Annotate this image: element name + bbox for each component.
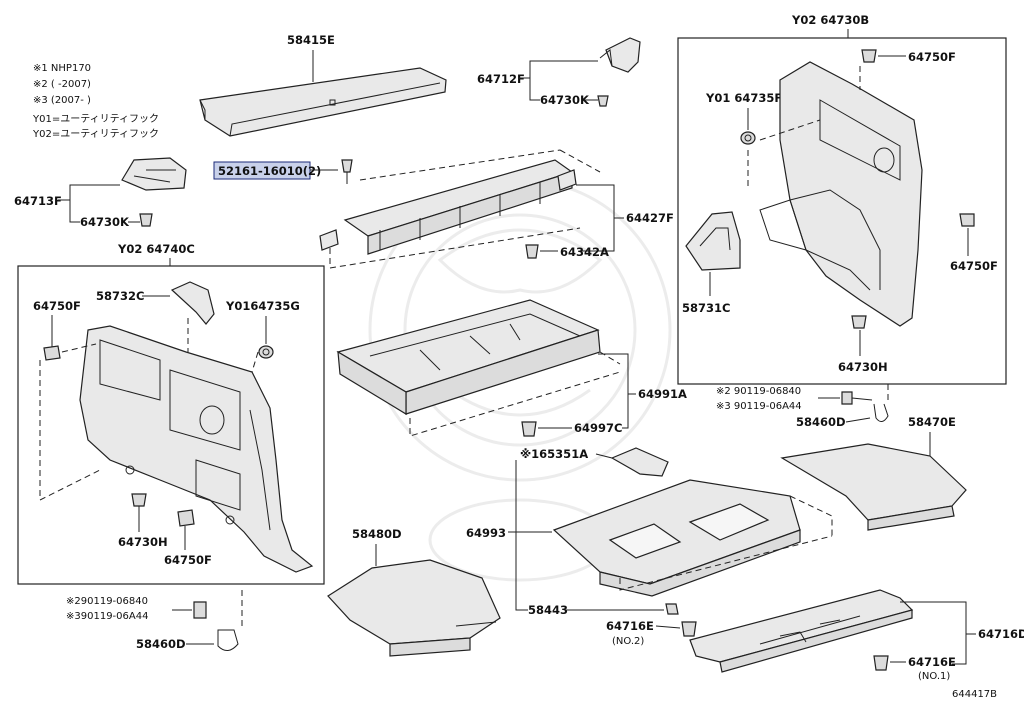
label-64750F-r1[interactable]: 64750F — [908, 50, 956, 64]
label-58480D[interactable]: 58480D — [352, 527, 402, 541]
label-64713F[interactable]: 64713F — [14, 194, 62, 208]
group-box-left — [17, 265, 325, 585]
clip-64716E-no2 — [681, 621, 697, 637]
label-64716E-no1[interactable]: 64716E — [908, 655, 956, 669]
label-64750F-left[interactable]: 64750F — [33, 299, 81, 313]
label-64991A[interactable]: 64991A — [638, 387, 687, 401]
label-Y01-64735F[interactable]: Y01 64735F — [705, 91, 782, 105]
label-64730K-top[interactable]: 64730K — [540, 93, 590, 107]
part-65351A[interactable] — [610, 447, 669, 477]
label-64712F[interactable]: 64712F — [477, 72, 525, 86]
part-64427F[interactable] — [319, 159, 577, 255]
label-64997C[interactable]: 64997C — [574, 421, 622, 435]
label-58443[interactable]: 58443 — [528, 603, 568, 617]
clip-64997C — [521, 421, 537, 437]
label-64750F-left2[interactable]: 64750F — [164, 553, 212, 567]
label-90119-06A44-right[interactable]: ※3 90119-06A44 — [716, 401, 802, 412]
part-64713F[interactable] — [121, 157, 187, 191]
ring-64735F — [740, 131, 756, 145]
label-90119-06A44-left[interactable]: ※390119-06A44 — [66, 611, 148, 622]
label-64716D[interactable]: 64716D — [978, 627, 1024, 641]
part-64993[interactable] — [552, 479, 801, 597]
part-58415E[interactable] — [199, 50, 447, 137]
clip-64730H-right — [851, 315, 867, 329]
clip-64750F-r2 — [959, 213, 975, 227]
pad-58443 — [665, 603, 679, 615]
label-64716E-no2-sub: (NO.2) — [612, 636, 644, 647]
hook-58460D-left — [217, 629, 239, 651]
part-58470E[interactable] — [780, 443, 967, 531]
label-90119-06840-right[interactable]: ※2 90119-06840 — [716, 386, 801, 397]
note-3: ※3 (2007- ) — [33, 95, 91, 106]
clip-64730K-top — [597, 95, 609, 107]
label-64730K-left[interactable]: 64730K — [80, 215, 130, 229]
label-64716E-no1-sub: (NO.1) — [918, 671, 950, 682]
clip-52161 — [341, 159, 353, 184]
label-Y02-64740C[interactable]: Y02 64740C — [117, 242, 195, 256]
label-90119-06840-left[interactable]: ※290119-06840 — [66, 596, 148, 607]
label-52161-16010[interactable]: 52161-16010(2) — [218, 164, 321, 178]
diagram-id: 644417B — [952, 689, 997, 700]
label-58415E[interactable]: 58415E — [287, 33, 335, 47]
label-58731C[interactable]: 58731C — [682, 301, 730, 315]
ring-64735G — [258, 345, 274, 359]
part-58732C[interactable] — [170, 281, 215, 325]
clip-64342A — [525, 244, 539, 259]
hook-58460D-right — [873, 403, 889, 422]
part-64991A[interactable] — [336, 299, 601, 416]
label-65351A[interactable]: ※165351A — [520, 447, 588, 461]
note-y02: Y02=ユーティリティフック — [32, 128, 159, 140]
clip-64750F-r1 — [861, 49, 877, 63]
clip-64716E-no1 — [873, 655, 889, 671]
note-2: ※2 ( -2007) — [33, 79, 91, 90]
label-64993[interactable]: 64993 — [466, 526, 506, 540]
label-Y02-64730B[interactable]: Y02 64730B — [791, 13, 869, 27]
clip-64750F-left — [43, 345, 61, 361]
label-64427F[interactable]: 64427F — [626, 211, 674, 225]
label-64730H-left[interactable]: 64730H — [118, 535, 168, 549]
label-Y0164735G[interactable]: Y0164735G — [225, 299, 300, 313]
part-64740C-trim[interactable] — [79, 325, 314, 573]
clip-64730H-left — [131, 493, 147, 507]
label-64750F-r2[interactable]: 64750F — [950, 259, 998, 273]
label-58460D-right[interactable]: 58460D — [796, 415, 846, 429]
clip-64730K-left — [139, 213, 153, 227]
part-64712F[interactable] — [599, 37, 641, 73]
bolt-90119-right — [841, 391, 873, 405]
note-y01: Y01=ユーティリティフック — [32, 113, 159, 125]
note-1: ※1 NHP170 — [33, 63, 91, 74]
label-64342A[interactable]: 64342A — [560, 245, 609, 259]
part-64716D[interactable] — [689, 589, 914, 673]
label-58460D-left[interactable]: 58460D — [136, 637, 186, 651]
label-64716E-no2[interactable]: 64716E — [606, 619, 654, 633]
part-64730B-trim[interactable] — [759, 61, 923, 327]
label-58470E[interactable]: 58470E — [908, 415, 956, 429]
bolt-90119-left — [193, 601, 207, 619]
group-box-right — [677, 37, 1007, 385]
label-58732C[interactable]: 58732C — [96, 289, 144, 303]
part-58480D[interactable] — [327, 559, 501, 657]
part-58731C[interactable] — [685, 211, 741, 271]
label-64730H-right[interactable]: 64730H — [838, 360, 888, 374]
clip-64750F-left2 — [177, 509, 195, 527]
